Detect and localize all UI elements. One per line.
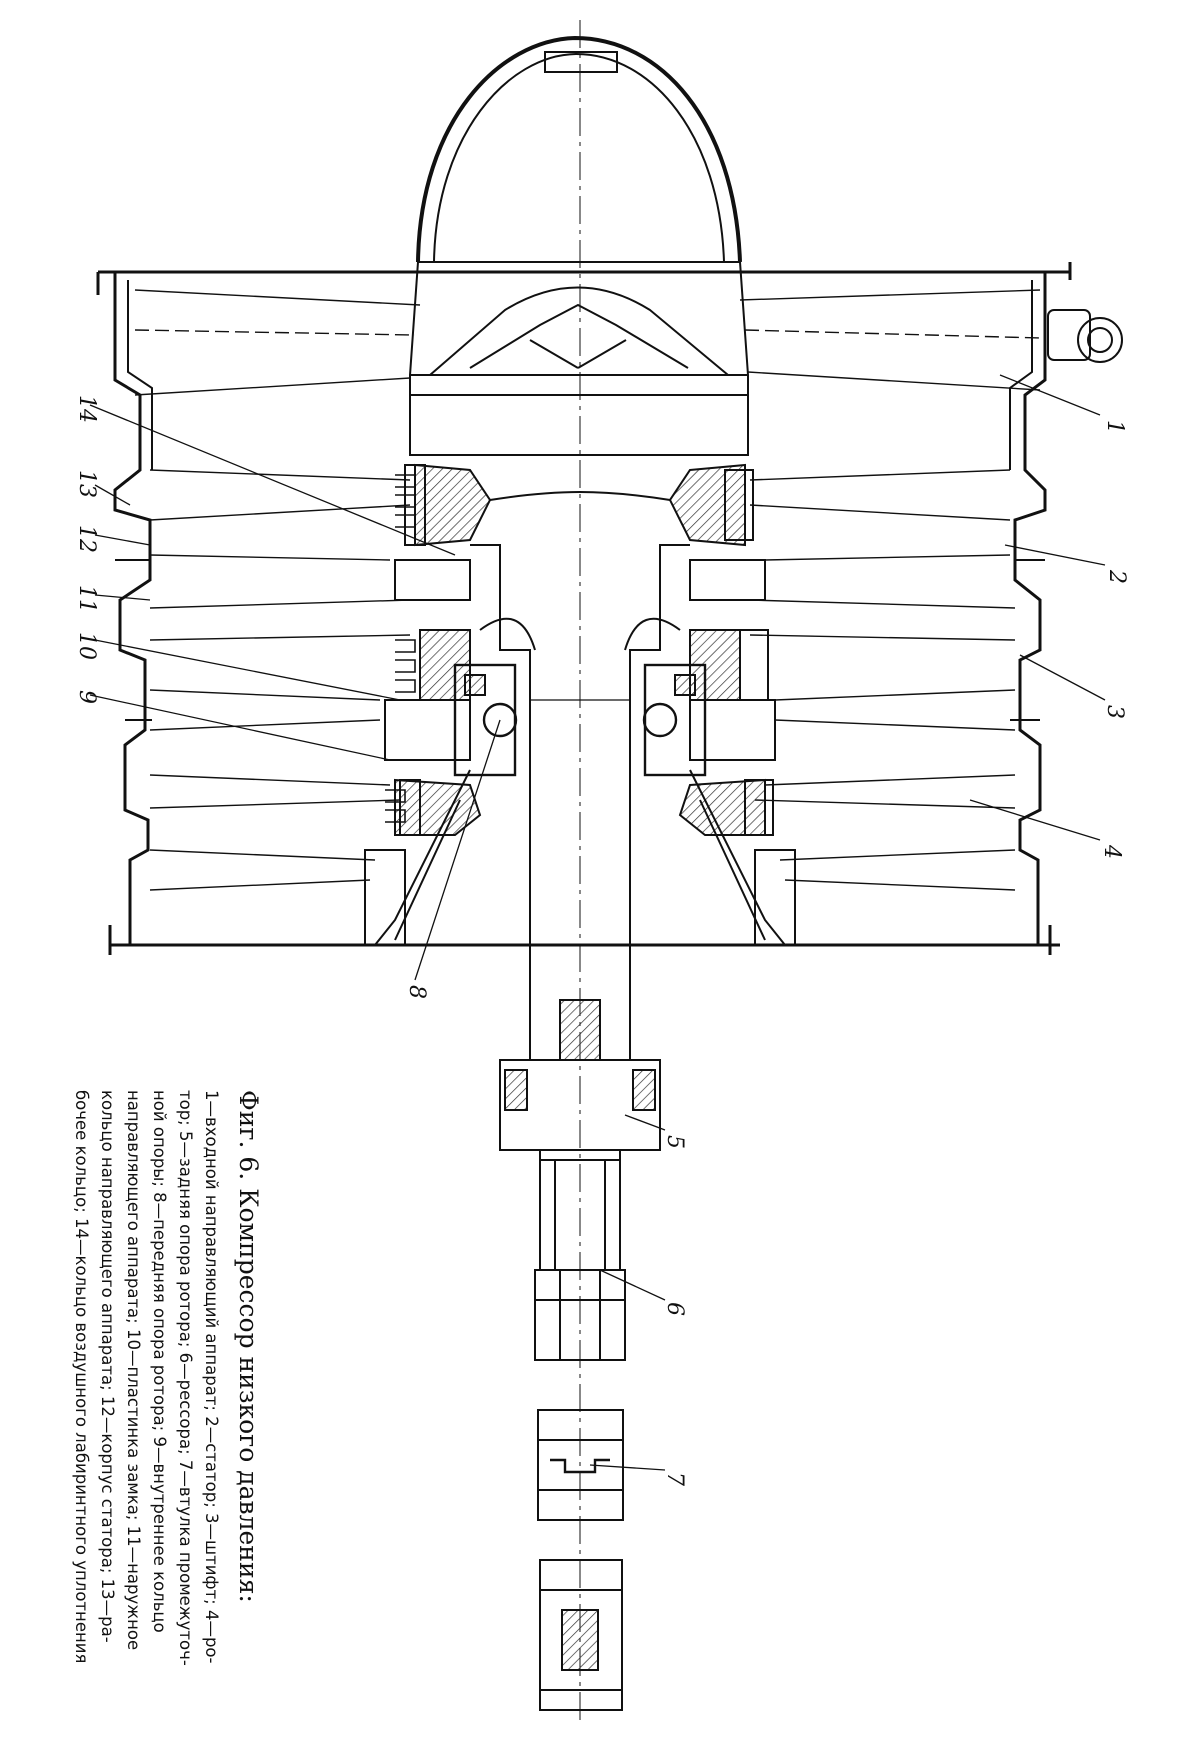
front-bearing [453, 663, 707, 777]
left-labyrinth [385, 474, 416, 823]
callout-2: 2 [1104, 569, 1129, 584]
callout-7: 7 [662, 1472, 687, 1486]
figure-caption: Фиг. 6. Компрессор низкого давления: 1—в… [72, 1090, 263, 1666]
left-rotor-discs [394, 463, 492, 836]
right-casing [1009, 272, 1047, 945]
callout-13: 13 [74, 470, 99, 498]
callout-6: 6 [662, 1302, 687, 1316]
drawing-lines [89, 20, 1123, 1720]
side-fitting [1047, 309, 1123, 363]
caption-title: Фиг. 6. Компрессор низкого давления: [234, 1090, 263, 1603]
inlet-guide-vanes [134, 289, 1041, 396]
spring-shaft [534, 1269, 626, 1361]
callout-9: 9 [74, 690, 99, 704]
callout-14: 14 [74, 395, 99, 423]
callout-3: 3 [1102, 705, 1127, 719]
casing-flanges [96, 262, 1072, 955]
intermediate-sleeve [537, 1409, 624, 1521]
callout-10: 10 [74, 632, 99, 660]
callout-5: 5 [662, 1135, 687, 1149]
nose-spinner [416, 35, 742, 263]
left-casing [113, 272, 153, 945]
caption-line-1: 1—входной направляющий аппарат; 2—статор… [202, 1090, 221, 1664]
caption-line-2: тор; 5—задняя опора ротора; 6—рессора; 7… [176, 1090, 195, 1666]
left-stage-blades [149, 469, 411, 891]
callout-4: 4 [1099, 844, 1124, 859]
caption-line-3: ной опоры; 8—передняя опора ротора; 9—вн… [150, 1090, 169, 1633]
callout-labels: 1 2 3 4 5 6 7 8 9 10 11 12 13 14 [74, 395, 1129, 1486]
right-stage-blades [749, 469, 1016, 891]
hub-body [409, 261, 749, 456]
shroud-rings [384, 559, 776, 761]
caption-line-6: бочее кольцо; 14—кольцо воздушного лабир… [72, 1090, 91, 1663]
leader-lines [89, 374, 1106, 1471]
lower-sleeve [539, 1559, 623, 1711]
rear-support-cone [364, 769, 796, 946]
caption-line-5: кольцо направляющего аппарата; 12—корпус… [98, 1090, 117, 1643]
caption-line-4: направляющего аппарата; 10—пластинка зам… [124, 1090, 143, 1650]
callout-8: 8 [404, 985, 429, 999]
callout-12: 12 [74, 525, 99, 553]
callout-1: 1 [1102, 420, 1127, 434]
right-rotor-discs [668, 463, 774, 836]
callout-11: 11 [74, 585, 99, 613]
